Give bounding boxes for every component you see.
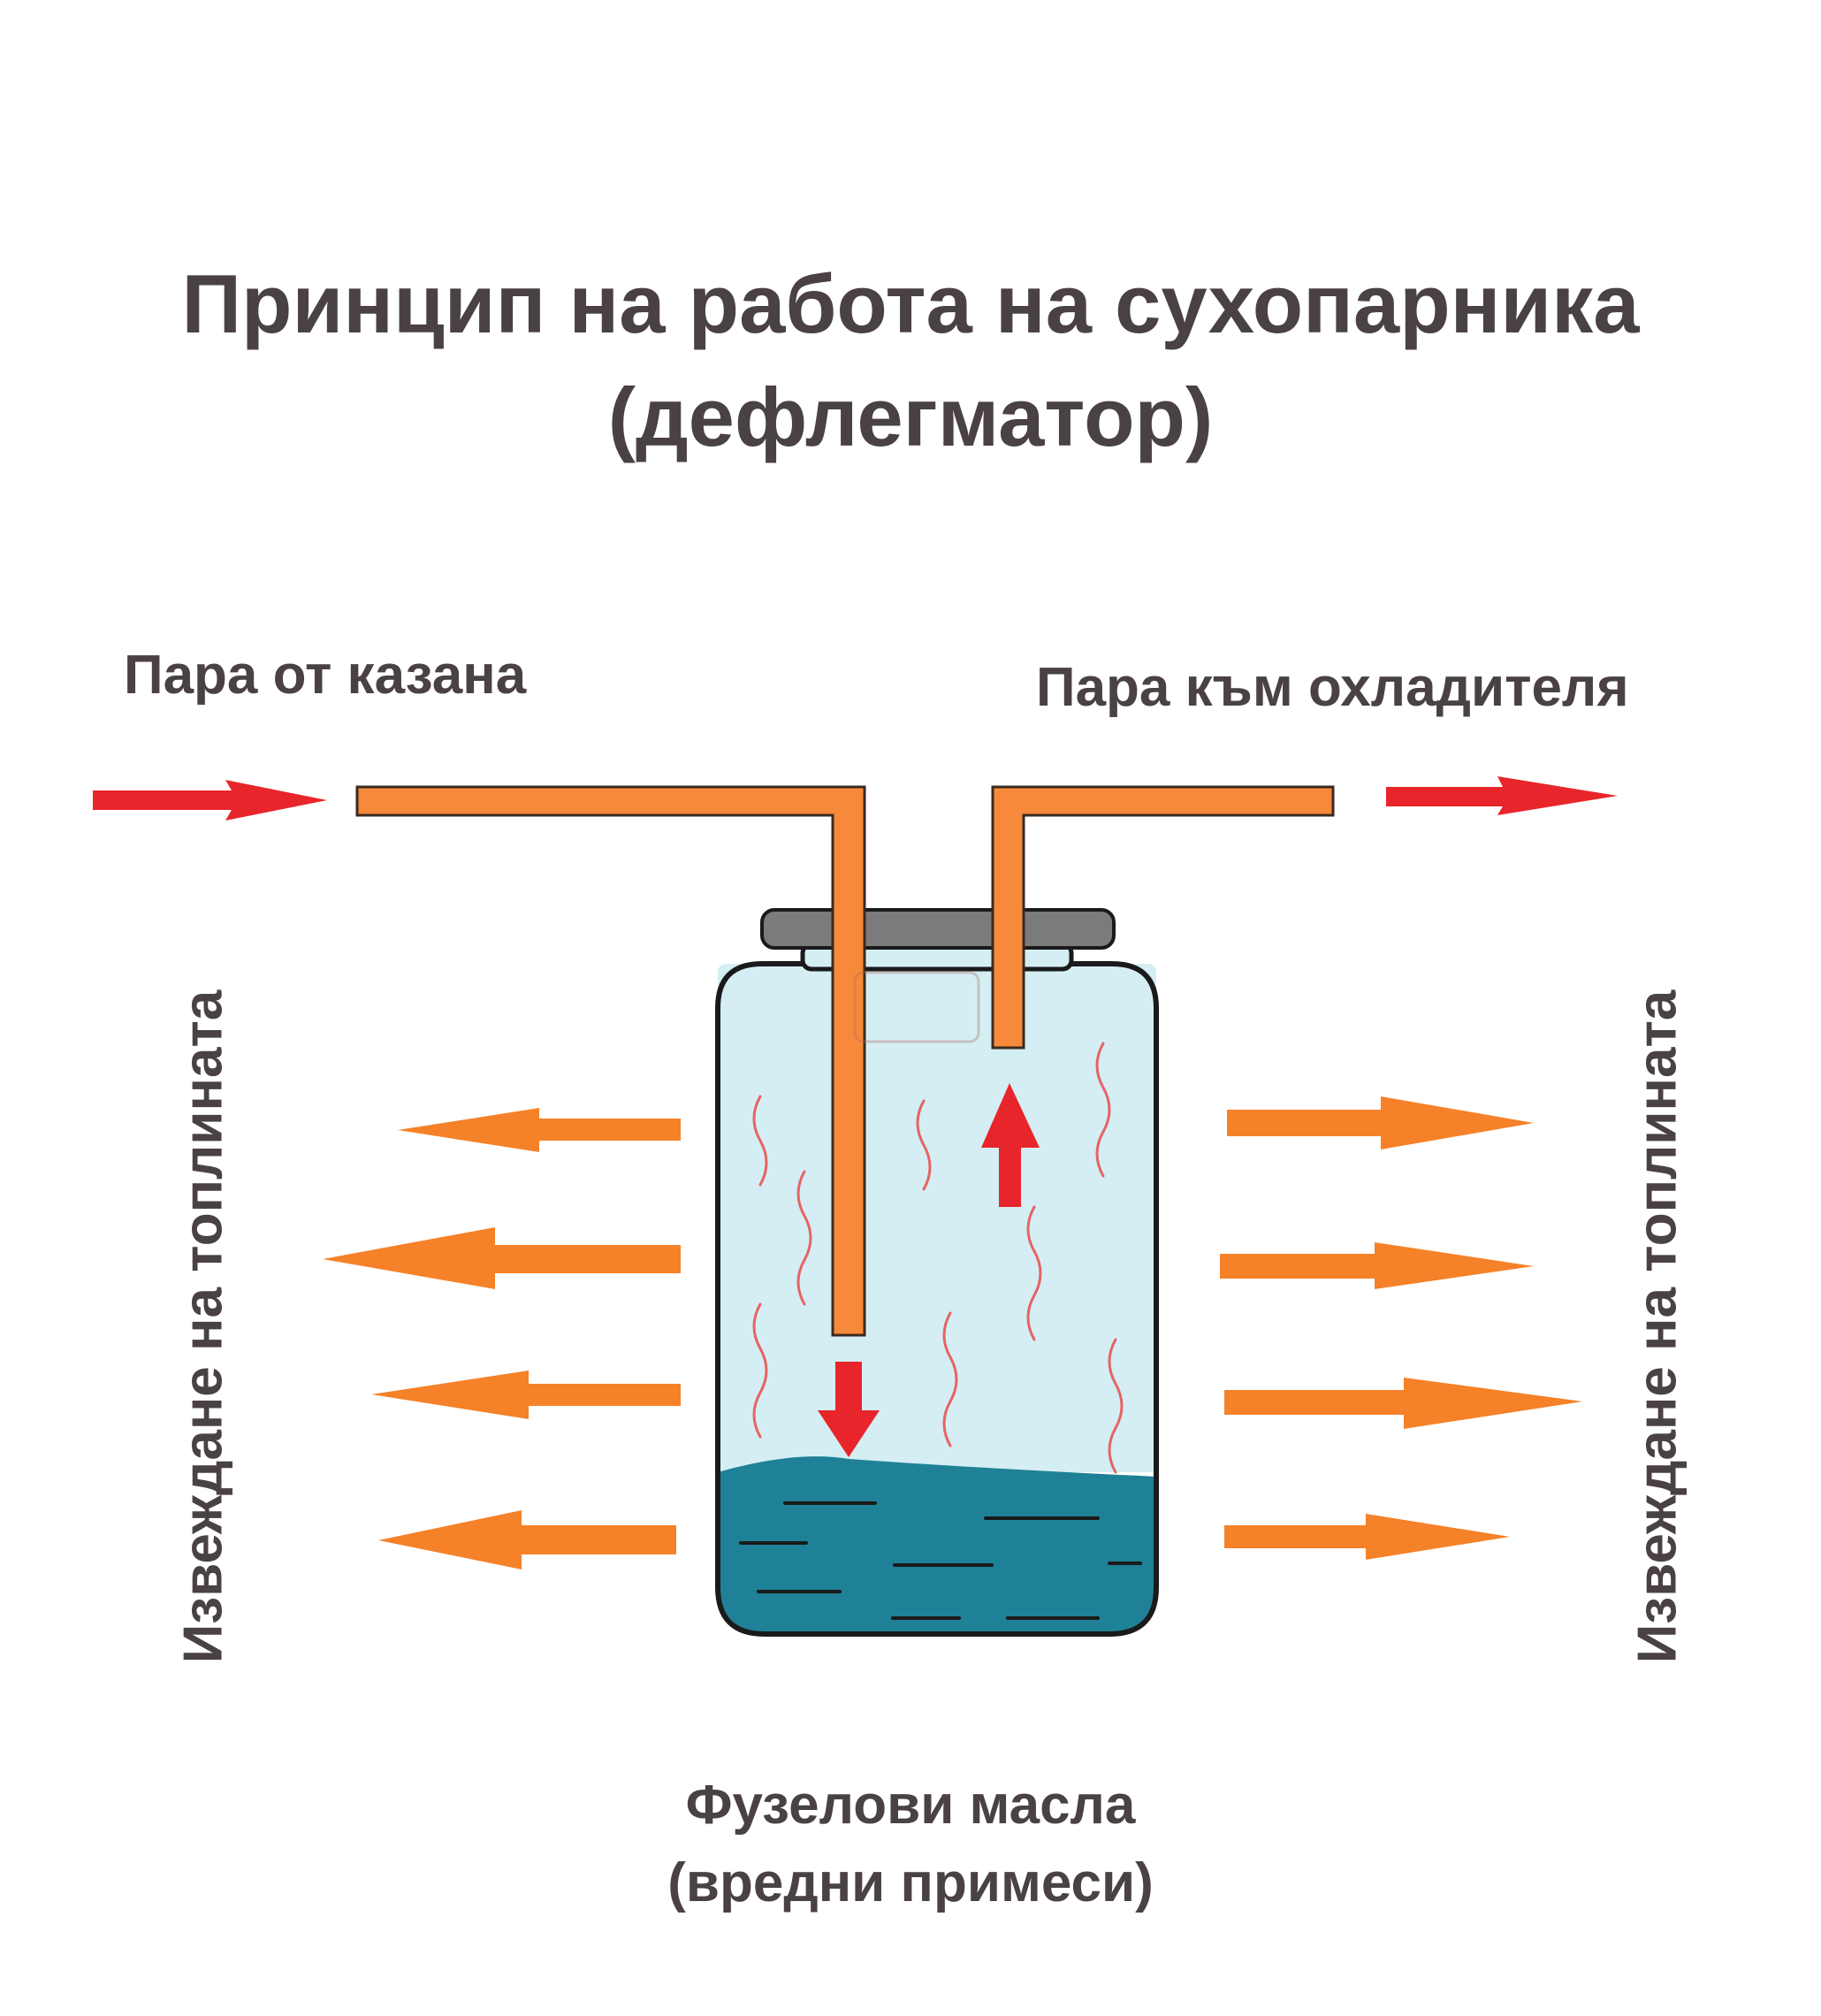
title-line-2: (дефлегматор) bbox=[607, 370, 1214, 463]
heat-removal-label-left: Извеждане на топлината bbox=[172, 989, 234, 1664]
jar-lid bbox=[760, 908, 1116, 950]
steam-outlet-label: Пара към охладителя bbox=[1036, 657, 1629, 718]
residue-label: Фузелови масла (вредни примеси) bbox=[469, 1767, 1352, 1922]
outlet-pipe bbox=[991, 785, 1335, 1050]
heat-arrow-left-2 bbox=[323, 1227, 681, 1289]
heat-removal-label-right: Извеждане на топлината bbox=[1627, 989, 1688, 1664]
title-line-1: Принцип на работа на сухопарника bbox=[181, 257, 1640, 350]
heat-arrow-left-1 bbox=[398, 1108, 681, 1152]
heat-arrow-right-4 bbox=[1224, 1514, 1510, 1560]
downflow-arrow bbox=[818, 1362, 880, 1457]
watermark-logo bbox=[853, 971, 980, 1043]
heat-arrow-right-1 bbox=[1227, 1096, 1534, 1149]
jar-outline bbox=[715, 961, 1159, 1637]
heat-arrow-right-3 bbox=[1224, 1378, 1582, 1429]
diagram-title: Принцип на работа на сухопарника (дефлег… bbox=[0, 248, 1821, 474]
heat-arrow-left-3 bbox=[371, 1371, 681, 1419]
heat-arrows-left bbox=[323, 1108, 681, 1569]
heat-arrow-right-2 bbox=[1220, 1242, 1534, 1289]
residue-label-line-2: (вредни примеси) bbox=[667, 1852, 1154, 1913]
steam-inlet-arrow bbox=[93, 780, 327, 821]
liquid-ripples bbox=[739, 1501, 1142, 1620]
heat-arrows-right bbox=[1220, 1096, 1582, 1560]
upflow-arrow bbox=[981, 1083, 1040, 1207]
inlet-pipe bbox=[355, 785, 866, 1337]
jar-liquid bbox=[718, 1456, 1156, 1634]
jar-vapor-space bbox=[718, 964, 1156, 1472]
heat-arrow-left-4 bbox=[378, 1510, 676, 1569]
residue-label-line-1: Фузелови масла bbox=[685, 1775, 1136, 1836]
vapor-squiggles bbox=[752, 1042, 1124, 1474]
jar bbox=[715, 942, 1159, 1637]
steam-outlet-arrow bbox=[1386, 776, 1618, 815]
steam-inlet-label: Пара от казана bbox=[124, 645, 527, 706]
